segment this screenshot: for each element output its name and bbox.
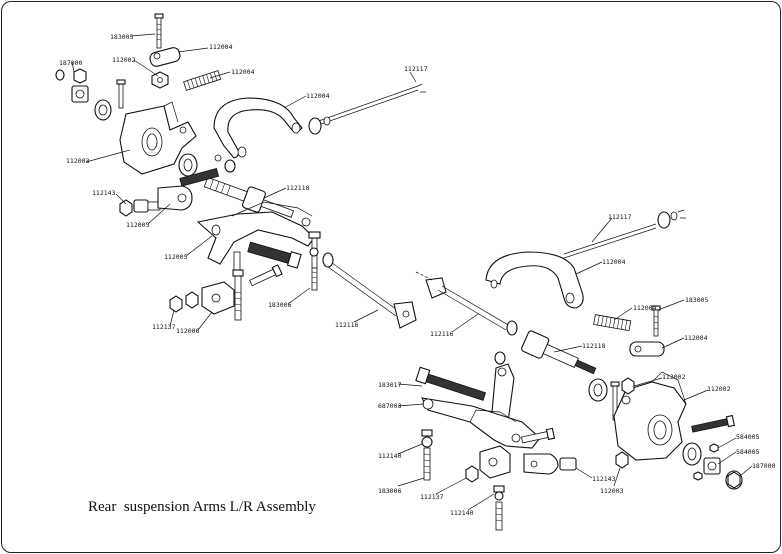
part-label: 187000 [59,59,83,67]
part-label: 112117 [608,213,632,221]
part-label: 112116 [335,321,359,329]
part-label: 112004 [684,334,708,342]
part-label: 112116 [430,330,454,338]
part-label: 112137 [152,323,176,331]
part-label: 112002 [707,385,731,393]
part-label: 112003 [66,157,90,165]
part-label: 183005 [685,296,709,304]
part-label: 112003 [600,487,624,495]
part-label: 112004 [231,68,255,76]
part-label: 584005 [736,448,760,456]
part-label: 112005 [126,221,150,229]
part-label: 112118 [582,342,606,350]
drawing-drive-shafts [322,252,518,336]
part-label: 112118 [286,184,310,192]
part-label: 112140 [378,452,402,460]
leader-lines [71,33,753,511]
part-label: 187000 [752,462,776,470]
part-labels: 183005 112004 112002 187000 112004 11211… [59,33,776,517]
part-label: 112137 [420,493,444,501]
drawing-title: Rear suspension Arms L/R Assembly [88,499,316,515]
drawing-upper-arm-and-shaft [179,83,426,218]
part-label: 584005 [736,433,760,441]
drawing-upper-right-arm [485,209,686,421]
part-label: 183005 [110,33,134,41]
part-label: 183017 [378,381,402,389]
drawing-lower-left-arm [119,185,321,321]
drawing-lower-right-assembly [415,351,743,531]
part-label: 112140 [450,509,474,517]
part-label: 687003 [378,402,402,410]
drawing-upper-left-assembly [55,13,222,177]
part-label: 112006 [176,327,200,335]
part-label: 112002 [112,56,136,64]
part-label: 112117 [404,65,428,73]
part-label: 112143 [592,475,616,483]
part-label: 112004 [209,43,233,51]
part-label: 112004 [602,258,626,266]
part-label: 183006 [378,487,402,495]
part-label: 183006 [268,301,292,309]
part-label: 112004 [306,92,330,100]
part-label: 112002 [662,373,686,381]
part-label: 112004 [633,304,657,312]
part-label: 112143 [92,189,116,197]
part-label: 112005 [164,253,188,261]
